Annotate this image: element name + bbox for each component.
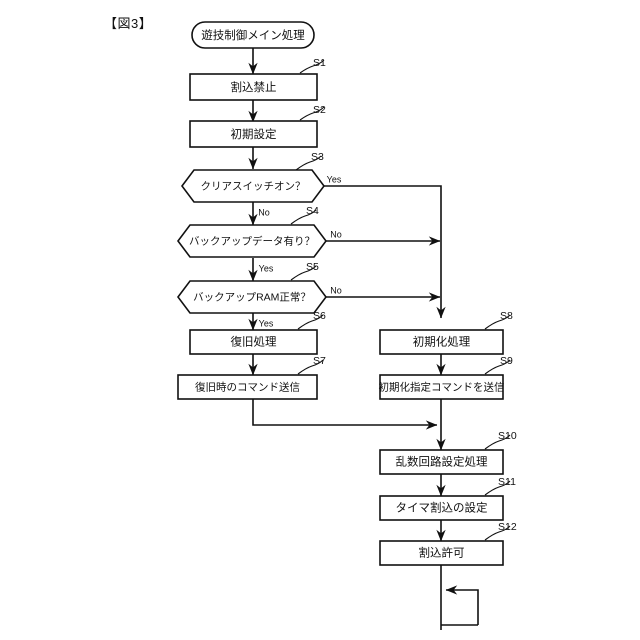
step-label-s3: S3 xyxy=(311,151,324,163)
step-label-s10: S10 xyxy=(498,430,517,442)
leader-s5 xyxy=(290,265,317,281)
edge-label-s5-no: No xyxy=(330,285,342,295)
connector-loop-back xyxy=(445,585,479,625)
node-s10 xyxy=(379,449,504,475)
edge-label-s4-no: No xyxy=(330,229,342,239)
connector-s7-to-trunk xyxy=(252,399,438,430)
step-label-s12: S12 xyxy=(498,521,517,533)
node-s7 xyxy=(177,374,318,400)
node-s4-label: バックアップデータ有り？ xyxy=(189,234,315,247)
step-label-s4: S4 xyxy=(306,205,319,217)
node-s8-label: 初期化処理 xyxy=(413,335,471,349)
step-label-s11: S11 xyxy=(498,476,516,488)
step-label-s1: S1 xyxy=(313,57,326,69)
leader-s11 xyxy=(484,480,511,496)
leader-s7 xyxy=(297,359,324,375)
edge-label-s3-yes: Yes xyxy=(327,174,342,184)
leader-s8 xyxy=(484,314,511,330)
node-s2 xyxy=(189,120,318,148)
edge-label-s3-no: No xyxy=(258,207,270,217)
step-label-s7: S7 xyxy=(313,355,326,367)
leader-s3 xyxy=(295,155,322,171)
leader-s2 xyxy=(299,106,325,121)
leader-s12 xyxy=(484,525,511,541)
node-s7-label: 復旧時のコマンド送信 xyxy=(195,380,300,393)
node-s1 xyxy=(189,73,318,101)
node-s5 xyxy=(177,280,327,314)
node-s9-label: 初期化指定コマンドを送信 xyxy=(379,380,505,393)
leader-s1 xyxy=(299,59,325,74)
connector-s3-yes-to-trunk xyxy=(323,185,446,319)
node-s5-label: バックアップRAM正常？ xyxy=(193,290,311,303)
leader-s9 xyxy=(484,359,511,375)
node-s1-label: 割込禁止 xyxy=(231,80,277,94)
node-s12-label: 割込許可 xyxy=(419,546,465,560)
node-s11 xyxy=(379,495,504,521)
leader-s10 xyxy=(484,434,511,450)
leader-s4 xyxy=(290,209,317,225)
node-s10-label: 乱数回路設定処理 xyxy=(396,455,488,469)
node-s2-label: 初期設定 xyxy=(231,127,277,141)
node-s3-label: クリアスイッチオン？ xyxy=(201,180,306,192)
edge-label-s4-yes: Yes xyxy=(259,263,274,273)
step-label-s6: S6 xyxy=(313,310,326,322)
node-s12 xyxy=(379,540,504,566)
node-s8 xyxy=(379,329,504,355)
figure-number-label: 【図3】 xyxy=(104,16,153,31)
node-start xyxy=(191,21,315,49)
node-start-label: 遊技制御メイン処理 xyxy=(201,28,305,42)
node-s9 xyxy=(379,374,504,400)
step-label-s8: S8 xyxy=(500,310,513,322)
edge-label-s5-yes: Yes xyxy=(259,318,274,328)
step-label-s5: S5 xyxy=(306,261,319,273)
leader-s6 xyxy=(297,314,324,330)
node-s11-label: タイマ割込の設定 xyxy=(396,501,488,515)
node-s6 xyxy=(189,329,318,355)
node-s6-label: 復旧処理 xyxy=(231,335,277,349)
step-label-s2: S2 xyxy=(313,104,326,116)
node-s4 xyxy=(177,224,327,258)
step-label-s9: S9 xyxy=(500,355,513,367)
node-s3 xyxy=(181,169,325,203)
